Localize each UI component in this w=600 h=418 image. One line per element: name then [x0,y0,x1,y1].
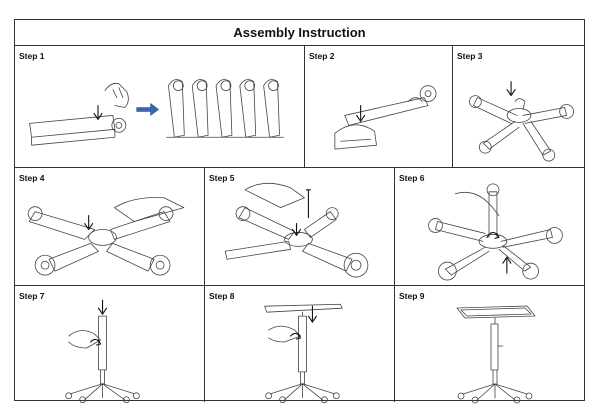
step-3-illustration [469,81,574,162]
step-6-label: Step 6 [399,173,425,183]
step-2-label: Step 2 [309,51,335,61]
step-2-illustration [334,85,437,150]
step-8-label: Step 8 [209,291,235,301]
step-6-panel: Step 6 [395,168,586,285]
step-7-label: Step 7 [19,291,45,301]
step-5-illustration [224,182,369,278]
step-9-panel: Step 9 [395,286,586,404]
step-8-panel: Step 8 [205,286,395,404]
step-3-panel: Step 3 [453,46,586,167]
step-7-panel: Step 7 [15,286,205,404]
step-5-label: Step 5 [209,173,235,183]
step-4-label: Step 4 [19,173,45,183]
step-8-illustration [264,303,343,404]
step-4-illustration [27,197,185,276]
steps-row-1: Step 1 [15,46,584,168]
instruction-sheet: Assembly Instruction Step 1 [14,19,586,404]
step-2-panel: Step 2 [305,46,453,167]
step-5-panel: Step 5 [205,168,395,285]
step-4-panel: Step 4 [15,168,205,285]
steps-row-2: Step 4 Step 5 [15,168,584,286]
step-9-illustration [456,305,536,404]
step-6-illustration [428,183,563,281]
step-9-label: Step 9 [399,291,425,301]
step-3-label: Step 3 [457,51,483,61]
step-1-panel: Step 1 [15,46,305,167]
steps-row-3: Step 7 Step 8 [15,286,586,404]
step-1-label: Step 1 [19,51,45,61]
step-7-illustration [65,299,140,404]
page-title: Assembly Instruction [15,20,584,46]
step-1-illustration [29,79,284,146]
